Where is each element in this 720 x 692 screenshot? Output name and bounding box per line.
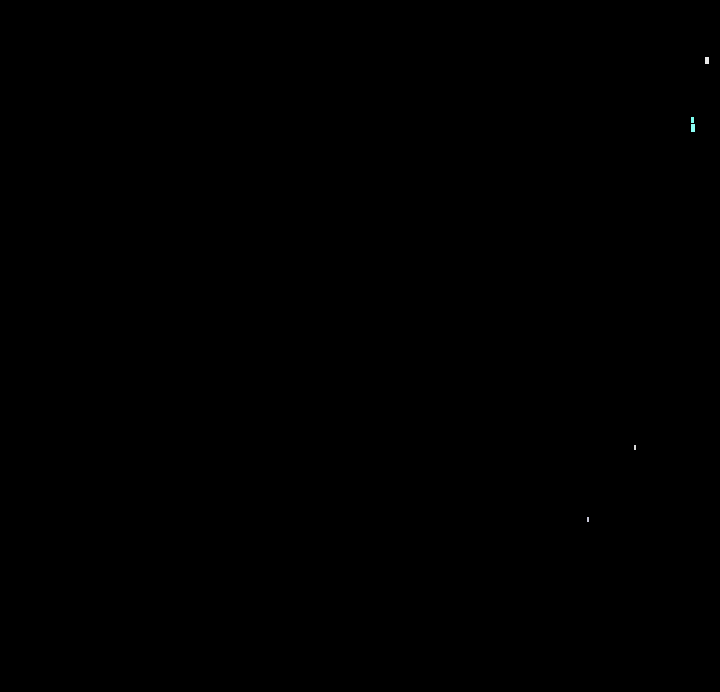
- glyph-fragment-white-top-right: [705, 57, 709, 64]
- pixel-speck-lower-right: [587, 517, 589, 522]
- glyph-fragment-cyan-lower: [691, 124, 695, 132]
- glyph-fragment-cyan-upper: [691, 117, 694, 123]
- pixel-speck-mid-right: [634, 445, 636, 450]
